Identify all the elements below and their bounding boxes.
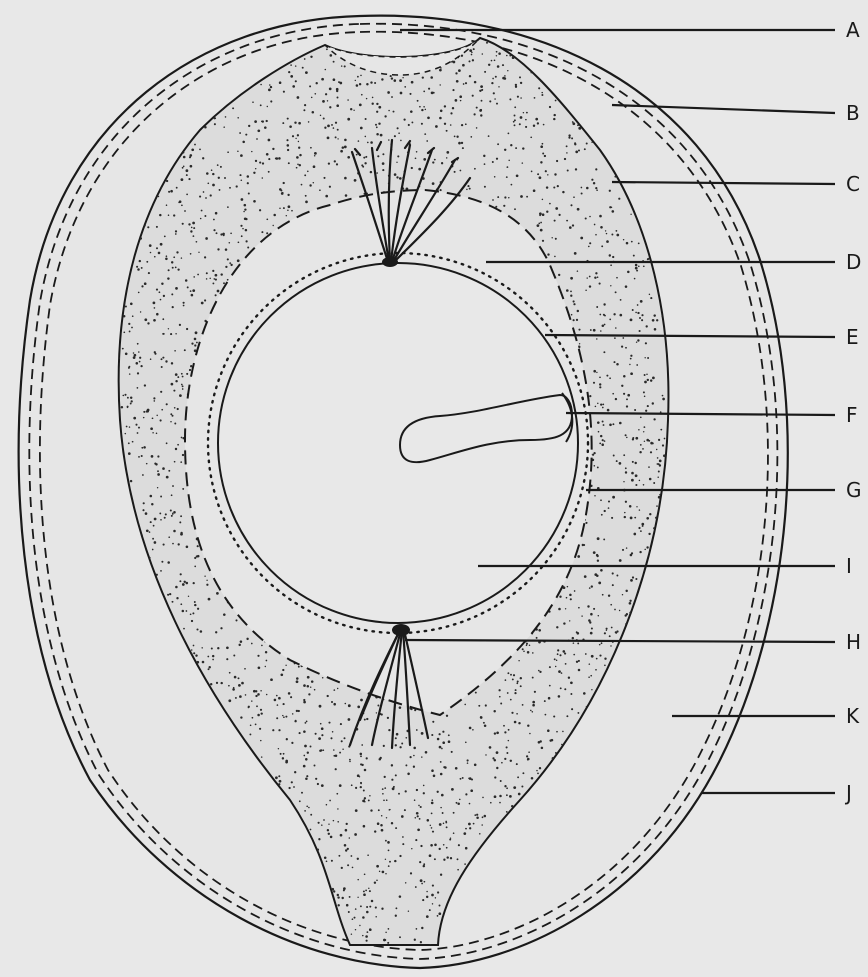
label-J: J	[844, 781, 852, 805]
upper-strand-node	[382, 257, 398, 267]
label-I: I	[846, 554, 852, 578]
central-cell	[218, 263, 578, 623]
label-A: A	[846, 18, 860, 42]
label-F: F	[846, 403, 858, 427]
label-D: D	[846, 250, 861, 274]
label-E: E	[846, 325, 859, 349]
lower-strand-node	[392, 624, 410, 636]
label-C: C	[846, 172, 860, 196]
label-K: K	[846, 704, 860, 728]
label-B: B	[846, 101, 860, 125]
label-G: G	[846, 478, 862, 502]
label-H: H	[846, 630, 861, 654]
